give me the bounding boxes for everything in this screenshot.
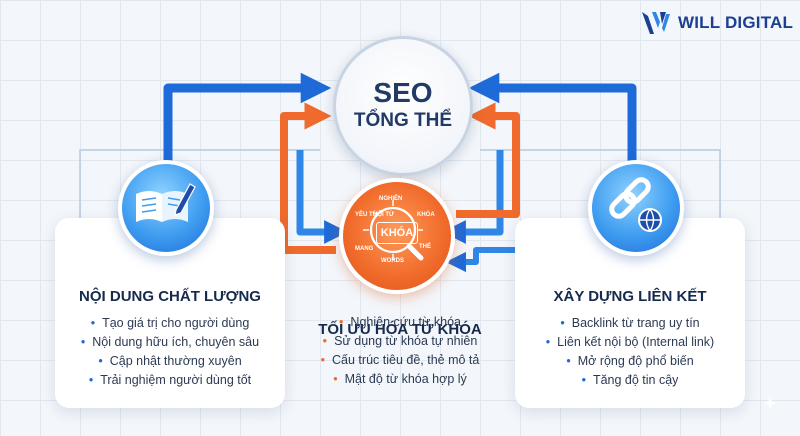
list-item: Mở rộng độ phổ biến	[515, 352, 745, 371]
book-pencil-icon	[118, 160, 214, 256]
card-list: Tạo giá trị cho người dùng Nội dung hữu …	[55, 314, 285, 390]
brand: WILL DIGITAL	[640, 10, 793, 36]
keyword-word: NỘI TỪ	[373, 212, 394, 218]
list-item: Cập nhật thường xuyên	[55, 352, 285, 371]
keyword-word: WORDS	[381, 258, 404, 264]
keyword-word: KHÓA	[417, 212, 435, 218]
keyword-main-label: KHÓA	[376, 222, 418, 244]
card-title: NỘI DUNG CHẤT LƯỢNG	[79, 288, 261, 305]
list-item: Nội dung hữu ích, chuyên sâu	[55, 333, 285, 352]
keyword-magnifier-icon: NGHIÊN YÊU TỪ NỘI TỪ KHÓA KHÓA MANG THẺ …	[339, 178, 455, 294]
list-item: Cấu trúc tiêu đề, thẻ mô tả	[283, 351, 517, 370]
connector-line	[79, 149, 721, 228]
keyword-optimization-card: TỐI ƯU HÓA TỪ KHÓA Nghiên cứu từ khóa Sử…	[283, 225, 517, 405]
keyword-word: YÊU TỪ	[355, 212, 378, 218]
arrow-keyword-to-seo-right	[456, 102, 520, 218]
arrow-links-to-seo	[468, 72, 637, 172]
list-item: Mật độ từ khóa hợp lý	[283, 370, 517, 389]
brand-name: WILL DIGITAL	[678, 13, 794, 32]
list-item: Nghiên cứu từ khóa	[283, 313, 517, 332]
list-item: Trải nghiệm người dùng tốt	[55, 371, 285, 390]
chain-link-globe-icon	[588, 160, 684, 256]
keyword-word: NGHIÊN	[379, 196, 403, 202]
sparkle-icon	[763, 396, 777, 410]
arrow-seo-to-keyword-left	[296, 150, 348, 244]
seo-center-circle: SEO TỔNG THỂ	[333, 36, 473, 176]
list-item: Tạo giá trị cho người dùng	[55, 314, 285, 333]
arrow-keyword-to-seo-left	[280, 102, 336, 254]
card-list: Nghiên cứu từ khóa Sử dụng từ khóa tự nh…	[283, 313, 517, 389]
seo-title: SEO	[373, 77, 433, 108]
arrow-seo-to-keyword-right	[442, 150, 504, 244]
list-item: Liên kết nội bộ (Internal link)	[515, 333, 745, 352]
list-item: Sử dụng từ khóa tự nhiên	[283, 332, 517, 351]
card-list: Backlink từ trang uy tín Liên kết nội bộ…	[515, 314, 745, 390]
seo-subtitle: TỔNG THỂ	[353, 110, 453, 131]
will-digital-logo-icon	[642, 12, 670, 34]
card-title: XÂY DỰNG LIÊN KẾT	[553, 288, 707, 305]
list-item: Backlink từ trang uy tín	[515, 314, 745, 333]
arrow-content-to-seo	[163, 72, 332, 172]
keyword-word: THẺ	[419, 244, 431, 250]
magnifier-icon	[363, 200, 424, 261]
list-item: Tăng độ tin cậy	[515, 371, 745, 390]
keyword-word: MANG	[355, 246, 374, 252]
